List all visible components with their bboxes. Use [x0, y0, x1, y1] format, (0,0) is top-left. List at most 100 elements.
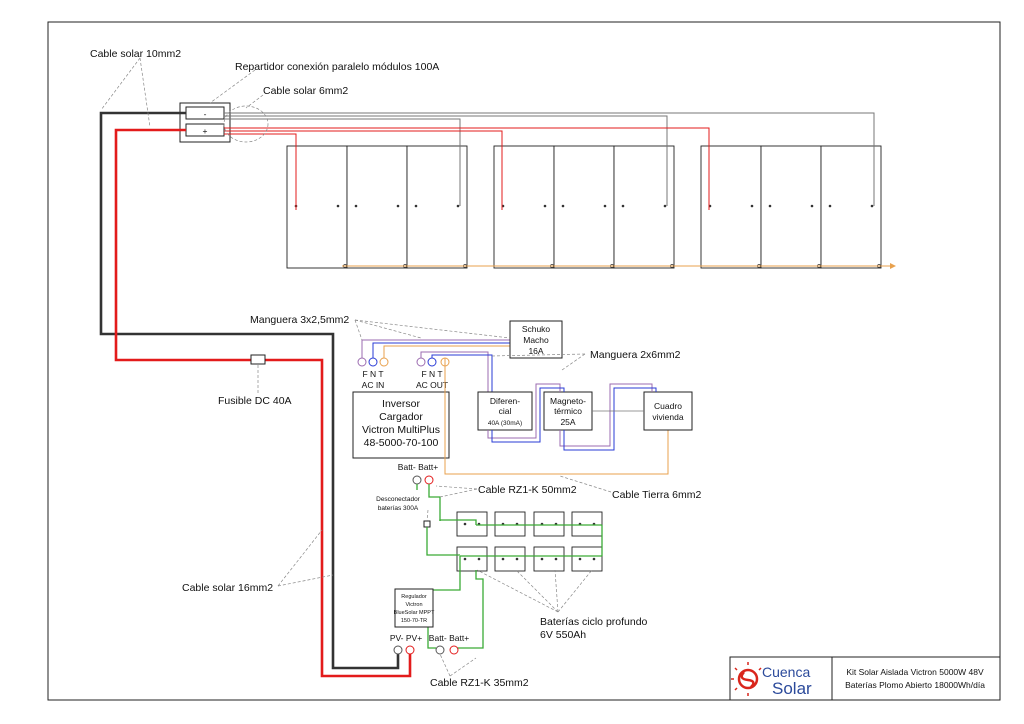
ac-out-terminal-labels: F N T: [421, 369, 442, 379]
manguera-3x-label: Manguera 3x2,5mm2: [250, 314, 349, 326]
ac-in-label: AC IN: [362, 380, 385, 390]
dc-fuse: [250, 354, 266, 365]
disconnector-line-2: baterías 300A: [378, 505, 419, 512]
battery-links: [416, 484, 603, 649]
title-block: Cuenca Solar Kit Solar Aislada Victron 5…: [729, 656, 1001, 701]
diferencial-line-2: cial: [499, 406, 512, 416]
breaker-wires: [487, 383, 657, 451]
battery-terminal: [515, 557, 519, 561]
panel-terminal: [621, 204, 625, 208]
panel-feed-red: [224, 127, 710, 210]
manguera-2x-label: Manguera 2x6mm2: [590, 349, 681, 361]
panel-terminal: [828, 204, 832, 208]
panel-terminal: [810, 204, 814, 208]
cable-solar-10-label: Cable solar 10mm2: [90, 48, 181, 60]
ac-out-wires: [420, 351, 669, 475]
panel-terminal: [456, 204, 460, 208]
magneto-line-3: 25A: [560, 417, 575, 427]
baterias-line-2: 6V 550Ah: [540, 629, 586, 641]
solar-array-3: [700, 145, 882, 269]
regulador-line-2: Victron: [405, 602, 422, 608]
battery-terminal: [477, 557, 481, 561]
cuenca-solar-logo: Cuenca Solar: [731, 662, 812, 698]
battery-terminal: [501, 557, 505, 561]
magneto-line-2: térmico: [554, 406, 582, 416]
battery-disconnector: [423, 520, 431, 528]
repartidor-label: Repartidor conexión paralelo módulos 100…: [235, 61, 439, 73]
ac-out-label: AC OUT: [416, 380, 448, 390]
panel-terminal: [870, 204, 874, 208]
mppt-batt-terminals: Batt- Batt+: [429, 633, 469, 655]
solar-array-2: [493, 145, 675, 269]
inverter-line-2: Cargador: [379, 411, 423, 423]
baterias-line-1: Baterías ciclo profundo: [540, 616, 648, 628]
differential-breaker: Diferen- cial 40A (30mA): [477, 391, 533, 431]
batt-bottom-label: Batt- Batt+: [429, 633, 469, 643]
inverter-batt-terminals: Batt- Batt+: [398, 462, 438, 485]
panel-terminal: [336, 204, 340, 208]
battery-cell: [533, 546, 565, 572]
panel-terminal: [663, 204, 667, 208]
panel-terminal: [750, 204, 754, 208]
battery-terminal: [540, 557, 544, 561]
regulador-line-3: BlueSolar MPPT: [394, 610, 435, 616]
cable-rz1-50-label: Cable RZ1-K 50mm2: [478, 484, 577, 496]
battery-terminal: [463, 557, 467, 561]
cuadro-line-1: Cuadro: [654, 401, 682, 411]
magneto-line-1: Magneto-: [550, 396, 586, 406]
schuko-line-2: Macho: [523, 335, 549, 345]
diferencial-line-1: Diferen-: [490, 396, 520, 406]
earth-arrow: [890, 263, 896, 269]
fusible-label: Fusible DC 40A: [218, 395, 292, 407]
panel-feed-gray: [224, 112, 875, 206]
battery-terminal: [592, 557, 596, 561]
cable-solar-6-label: Cable solar 6mm2: [263, 85, 348, 97]
cuadro-line-2: vivienda: [652, 412, 683, 422]
schuko-line-1: Schuko: [522, 324, 551, 334]
house-panel: Cuadro vivienda: [643, 391, 693, 431]
battery-cell: [494, 511, 526, 537]
inverter-box: Inversor Cargador Victron MultiPlus 48-5…: [352, 391, 450, 459]
title-line-1: Kit Solar Aislada Victron 5000W 48V: [846, 667, 984, 677]
inverter-line-1: Inversor: [382, 398, 420, 410]
battery-cell: [571, 546, 603, 572]
schuko-plug: Schuko Macho 16A: [509, 320, 563, 359]
logo-text-1: Cuenca: [762, 664, 810, 680]
panel-terminal: [768, 204, 772, 208]
drawing-frame: [47, 21, 1001, 701]
battery-bank: [456, 511, 603, 572]
ac-in-terminal-labels: F N T: [362, 369, 383, 379]
battery-cell: [494, 546, 526, 572]
disconnector-line-1: Desconectador: [376, 496, 421, 503]
battery-terminal: [463, 522, 467, 526]
battery-cell: [456, 511, 488, 537]
pv-terminals: PV- PV+: [390, 633, 422, 655]
bus-plus-label: +: [203, 126, 208, 136]
panel-terminal: [561, 204, 565, 208]
regulador-line-4: 150-70-TR: [401, 618, 427, 624]
schuko-line-3: 16A: [528, 346, 543, 356]
inverter-line-4: 48-5000-70-100: [364, 437, 439, 449]
bus-minus-label: -: [204, 109, 207, 119]
mppt-regulator: Regulador Victron BlueSolar MPPT 150-70-…: [394, 588, 435, 628]
batt-top-label: Batt- Batt+: [398, 462, 438, 472]
battery-cell: [533, 511, 565, 537]
inverter-line-3: Victron MultiPlus: [362, 424, 440, 436]
title-line-2: Baterías Plomo Abierto 18000Wh/día: [845, 680, 985, 690]
panel-terminal: [414, 204, 418, 208]
cable-tierra-label: Cable Tierra 6mm2: [612, 489, 701, 501]
panel-terminal: [354, 204, 358, 208]
combiner-box: - +: [179, 102, 231, 143]
cable-solar-16-label: Cable solar 16mm2: [182, 582, 273, 594]
cable-rz1-35-label: Cable RZ1-K 35mm2: [430, 677, 529, 689]
battery-terminal: [554, 557, 558, 561]
panel-terminal: [396, 204, 400, 208]
battery-terminal: [578, 557, 582, 561]
battery-cell: [571, 511, 603, 537]
solar-array-1: [286, 145, 468, 269]
solar-negative-cable: [99, 111, 400, 670]
callout-leaders: [100, 57, 612, 677]
panel-terminal: [603, 204, 607, 208]
diferencial-line-3: 40A (30mA): [488, 420, 522, 427]
battery-cell: [456, 546, 488, 572]
